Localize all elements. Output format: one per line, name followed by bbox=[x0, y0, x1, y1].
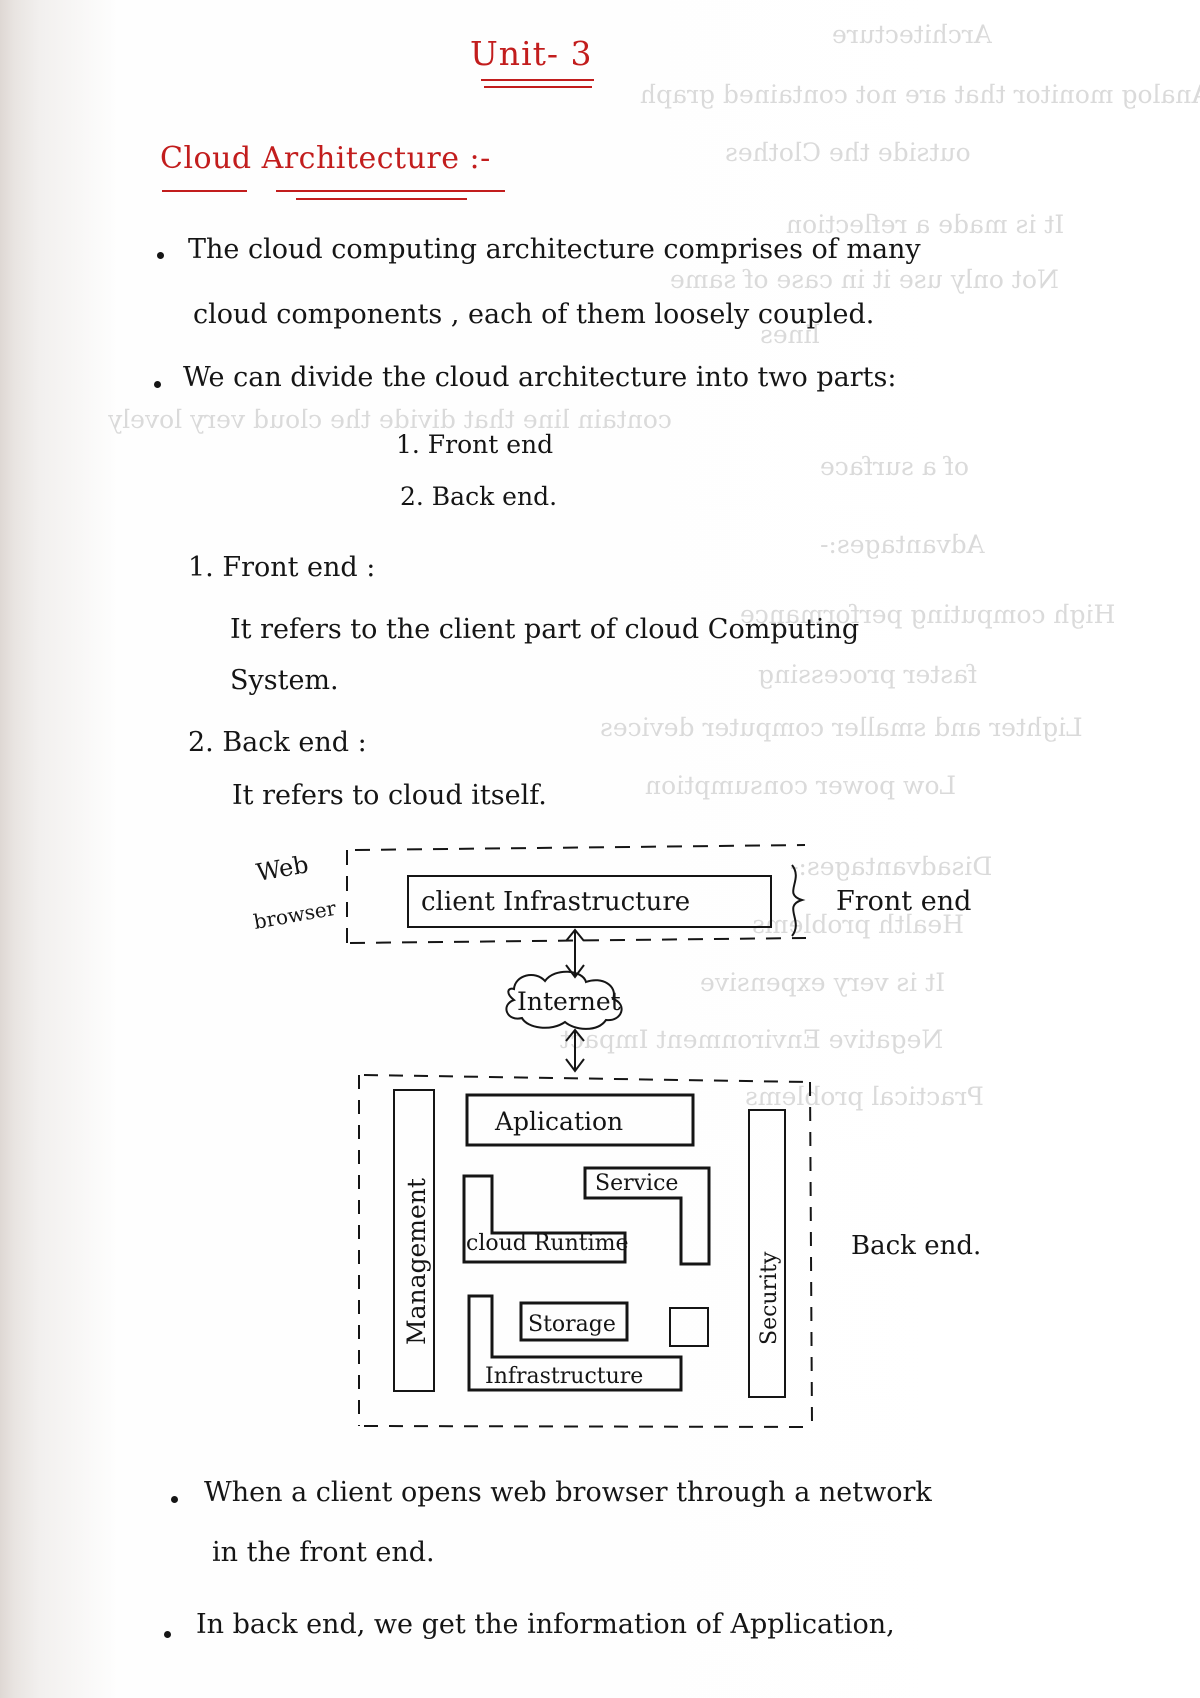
front-end-boundary-bottom bbox=[349, 937, 807, 944]
service-shape bbox=[583, 1166, 711, 1266]
back-end-dashed-boundary bbox=[358, 1074, 814, 1428]
empty-component-box bbox=[669, 1307, 709, 1347]
front-end-line-1: It refers to the client part of cloud Co… bbox=[230, 614, 860, 645]
heading-underline-main bbox=[276, 190, 505, 192]
section-heading: Cloud Architecture :- bbox=[160, 141, 491, 176]
show-through-text-5: Not only use it in case of same bbox=[670, 265, 1059, 294]
bullet-dot bbox=[171, 1496, 178, 1503]
show-through-text-13: Low power consumption bbox=[645, 771, 957, 800]
back-end-boundary-right bbox=[809, 1081, 813, 1426]
part-item-back-end: 2. Back end. bbox=[400, 482, 558, 511]
back-end-heading: 2. Back end : bbox=[188, 727, 367, 758]
bottom-bullet-1-line-1: When a client opens web browser through … bbox=[204, 1477, 932, 1508]
client-infrastructure-box bbox=[407, 875, 772, 928]
storage-box bbox=[519, 1301, 629, 1342]
infrastructure-shape bbox=[467, 1294, 683, 1392]
title-underline bbox=[481, 79, 594, 81]
intro-bullet-1-line-1: The cloud computing architecture compris… bbox=[188, 234, 921, 265]
bullet-dot bbox=[157, 252, 164, 259]
heading-underline-left bbox=[162, 190, 247, 192]
bottom-bullet-1-line-2: in the front end. bbox=[212, 1537, 435, 1568]
show-through-text-2: Analog monitor that are not contained gr… bbox=[640, 80, 1200, 109]
show-through-text-18: Practical problems bbox=[745, 1082, 984, 1111]
cloud-runtime-label: cloud Runtime bbox=[466, 1231, 629, 1256]
show-through-text-9: Advantages:- bbox=[820, 530, 985, 559]
page-edge-shadow bbox=[0, 0, 118, 1698]
front-end-dashed-boundary bbox=[346, 844, 807, 944]
back-end-label: Back end. bbox=[851, 1231, 981, 1261]
storage-label: Storage bbox=[528, 1312, 616, 1337]
internet-link-upper bbox=[565, 928, 585, 979]
page-title: Unit- 3 bbox=[470, 34, 593, 73]
bottom-bullet-2-line-1: In back end, we get the information of A… bbox=[196, 1609, 895, 1640]
back-end-boundary-bottom bbox=[363, 1425, 814, 1428]
infrastructure-label: Infrastructure bbox=[485, 1364, 643, 1389]
show-through-text-3: outside the Clothes bbox=[725, 138, 971, 167]
front-end-heading: 1. Front end : bbox=[188, 552, 376, 583]
front-end-boundary-top bbox=[354, 844, 806, 851]
management-label: Management bbox=[402, 1178, 431, 1345]
part-item-front-end: 1. Front end bbox=[396, 430, 554, 459]
application-label: Aplication bbox=[494, 1107, 623, 1136]
web-browser-label-2: browser bbox=[252, 896, 339, 934]
back-end-boundary-top bbox=[363, 1074, 808, 1083]
front-end-line-2: System. bbox=[230, 665, 339, 696]
application-box bbox=[465, 1093, 695, 1147]
show-through-text-15: Health problems bbox=[752, 910, 964, 939]
back-end-line-1: It refers to cloud itself. bbox=[232, 780, 547, 811]
client-infrastructure-label: client Infrastructure bbox=[421, 887, 690, 917]
show-through-text-17: Negative Environment Impact bbox=[560, 1025, 944, 1054]
internet-cloud-shape bbox=[505, 970, 623, 1030]
web-browser-label-1: Web bbox=[254, 850, 310, 887]
show-through-text-14: Disadvantages:- bbox=[790, 852, 993, 881]
show-through-text-8: of a surface bbox=[820, 452, 969, 481]
bullet-dot bbox=[154, 381, 161, 388]
security-bar bbox=[748, 1109, 786, 1398]
security-label: Security bbox=[757, 1251, 782, 1345]
internet-label: Internet bbox=[517, 987, 621, 1016]
service-label: Service bbox=[595, 1171, 678, 1196]
cloud-runtime-shape bbox=[462, 1174, 627, 1264]
show-through-text-12: Lighter and smaller computer devices bbox=[600, 713, 1083, 742]
show-through-text-11: faster processing bbox=[758, 660, 978, 689]
show-through-text-16: It is very expensive bbox=[700, 968, 946, 997]
title-underline-second bbox=[484, 86, 592, 88]
show-through-text-7: contain line that divide the cloud very … bbox=[108, 405, 672, 434]
show-through-text-1: Architecture bbox=[832, 20, 992, 49]
management-bar bbox=[393, 1089, 435, 1392]
heading-underline-second bbox=[296, 198, 467, 200]
intro-bullet-2-line-1: We can divide the cloud architecture int… bbox=[183, 362, 897, 393]
intro-bullet-1-line-2: cloud components , each of them loosely … bbox=[193, 299, 875, 330]
bullet-dot bbox=[164, 1631, 171, 1638]
